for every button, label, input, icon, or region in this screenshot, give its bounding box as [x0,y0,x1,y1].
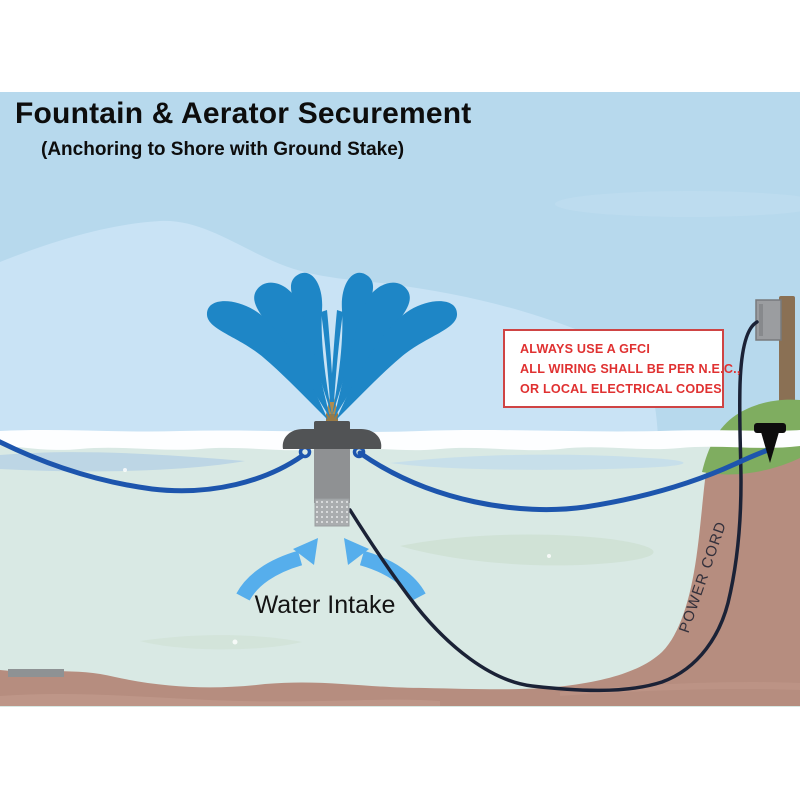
wave-streak-right [390,454,684,470]
water-intake-label: Water Intake [254,591,396,619]
algae-patch [400,534,654,566]
warning-line-3: OR LOCAL ELECTRICAL CODES [520,382,722,396]
waterline-foam [0,430,800,451]
cloud-band [555,191,800,217]
rope-left [0,439,305,494]
electrical-box-edge [759,304,763,336]
water-intake-arrows [236,538,426,601]
seabed-highlight [0,693,440,706]
fountain-spray [206,272,458,420]
intake-screen [314,498,350,527]
algae-patch-small [140,635,302,650]
ground-stake [754,423,786,463]
rope-right [357,447,771,513]
utility-pole [779,296,795,418]
seabed-highlight-2 [560,682,800,696]
seabed-slab [8,669,64,677]
warning-line-2: ALL WIRING SHALL BE PER N.E.C., [520,362,741,376]
fountain-unit [282,392,382,527]
mountain-silhouette [0,220,658,437]
float-collar [282,429,382,449]
fountain-body [314,441,350,503]
page-subtitle: (Anchoring to Shore with Ground Stake) [41,139,405,160]
warning-line-1: ALWAYS USE A GFCI [520,342,651,356]
gfci-warning-sign: ALWAYS USE A GFCI ALL WIRING SHALL BE PE… [503,329,741,408]
brass-nozzle [326,392,338,414]
power-cord-line [348,320,759,693]
fountain-cap [314,421,350,431]
page-title: Fountain & Aerator Securement [15,97,472,130]
nozzle-base [326,414,338,423]
